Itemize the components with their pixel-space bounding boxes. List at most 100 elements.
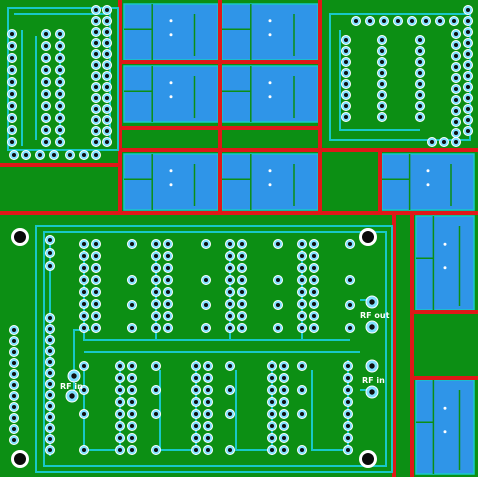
pad-drill: [343, 48, 349, 54]
pad-drill: [57, 79, 63, 85]
pad-drill: [441, 139, 447, 145]
via: [268, 183, 272, 187]
rf-in-right-label: RF in: [362, 376, 385, 385]
pad-drill: [117, 363, 123, 369]
pad-drill: [165, 325, 171, 331]
pad-drill: [153, 301, 159, 307]
pad-drill: [81, 363, 87, 369]
pad-drill: [11, 327, 17, 333]
pad-drill: [51, 152, 57, 158]
pad-drill: [93, 265, 99, 271]
pad-drill: [281, 423, 287, 429]
pad-drill: [269, 375, 275, 381]
pad-drill: [129, 363, 135, 369]
pad-drill: [81, 253, 87, 259]
pad-drill: [203, 277, 209, 283]
pad-drill: [11, 382, 17, 388]
pad-drill: [47, 348, 53, 354]
copper-pour-6: [381, 153, 475, 211]
pad-drill: [57, 67, 63, 73]
pad-drill: [281, 375, 287, 381]
pad-drill: [93, 40, 99, 46]
pad-drill: [311, 313, 317, 319]
pad-drill: [43, 31, 49, 37]
pad-drill: [81, 152, 87, 158]
pad-drill: [281, 387, 287, 393]
pad-drill: [311, 301, 317, 307]
pad-drill: [417, 59, 423, 65]
pad-drill: [299, 241, 305, 247]
pad-drill: [379, 59, 385, 65]
pad-drill: [57, 31, 63, 37]
pad-drill: [311, 325, 317, 331]
via: [443, 406, 447, 410]
pad-drill: [129, 277, 135, 283]
pad-drill: [343, 37, 349, 43]
pad-drill: [9, 103, 15, 109]
pad-drill: [57, 55, 63, 61]
pad-drill: [165, 277, 171, 283]
pad-drill: [93, 128, 99, 134]
pad-drill: [165, 241, 171, 247]
pad-drill: [69, 393, 75, 399]
pad-drill: [353, 18, 359, 24]
pad-drill: [205, 447, 211, 453]
pad-drill: [423, 18, 429, 24]
pad-drill: [203, 302, 209, 308]
pad-drill: [299, 265, 305, 271]
pad-drill: [269, 423, 275, 429]
pad-drill: [153, 411, 159, 417]
pad-drill: [43, 91, 49, 97]
via: [443, 430, 447, 434]
pad-drill: [104, 18, 110, 24]
pad-drill: [193, 447, 199, 453]
pad-drill: [47, 447, 53, 453]
pad-drill: [93, 7, 99, 13]
trace-15: [311, 370, 348, 451]
pad-drill: [343, 103, 349, 109]
pad-drill: [104, 40, 110, 46]
pad-drill: [47, 326, 53, 332]
pad-drill: [47, 263, 53, 269]
pad-drill: [205, 363, 211, 369]
via: [443, 242, 447, 246]
pad-drill: [299, 363, 305, 369]
pad-drill: [9, 91, 15, 97]
pad-drill: [347, 241, 353, 247]
via: [268, 81, 272, 85]
pad-drill: [417, 37, 423, 43]
pad-drill: [47, 436, 53, 442]
pad-drill: [153, 447, 159, 453]
pad-drill: [81, 277, 87, 283]
pad-drill: [205, 399, 211, 405]
via: [169, 95, 173, 99]
via: [169, 183, 173, 187]
copper-pour-4: [123, 153, 219, 211]
pad-drill: [104, 95, 110, 101]
pad-drill: [9, 67, 15, 73]
pad-drill: [9, 55, 15, 61]
pad-drill: [81, 313, 87, 319]
pad-drill: [93, 106, 99, 112]
pad-drill: [81, 289, 87, 295]
pad-drill: [367, 18, 373, 24]
pad-drill: [129, 399, 135, 405]
pad-drill: [311, 265, 317, 271]
pad-drill: [81, 301, 87, 307]
pad-drill: [153, 253, 159, 259]
pad-drill: [11, 152, 17, 158]
pad-drill: [345, 435, 351, 441]
pad-drill: [47, 425, 53, 431]
pad-drill: [117, 423, 123, 429]
pad-drill: [193, 435, 199, 441]
pad-drill: [129, 447, 135, 453]
pad-drill: [81, 411, 87, 417]
pad-drill: [129, 375, 135, 381]
pad-drill: [9, 79, 15, 85]
pad-drill: [239, 277, 245, 283]
pad-drill: [205, 375, 211, 381]
pad-drill: [369, 299, 375, 305]
pad-drill: [104, 84, 110, 90]
pad-drill: [453, 139, 459, 145]
